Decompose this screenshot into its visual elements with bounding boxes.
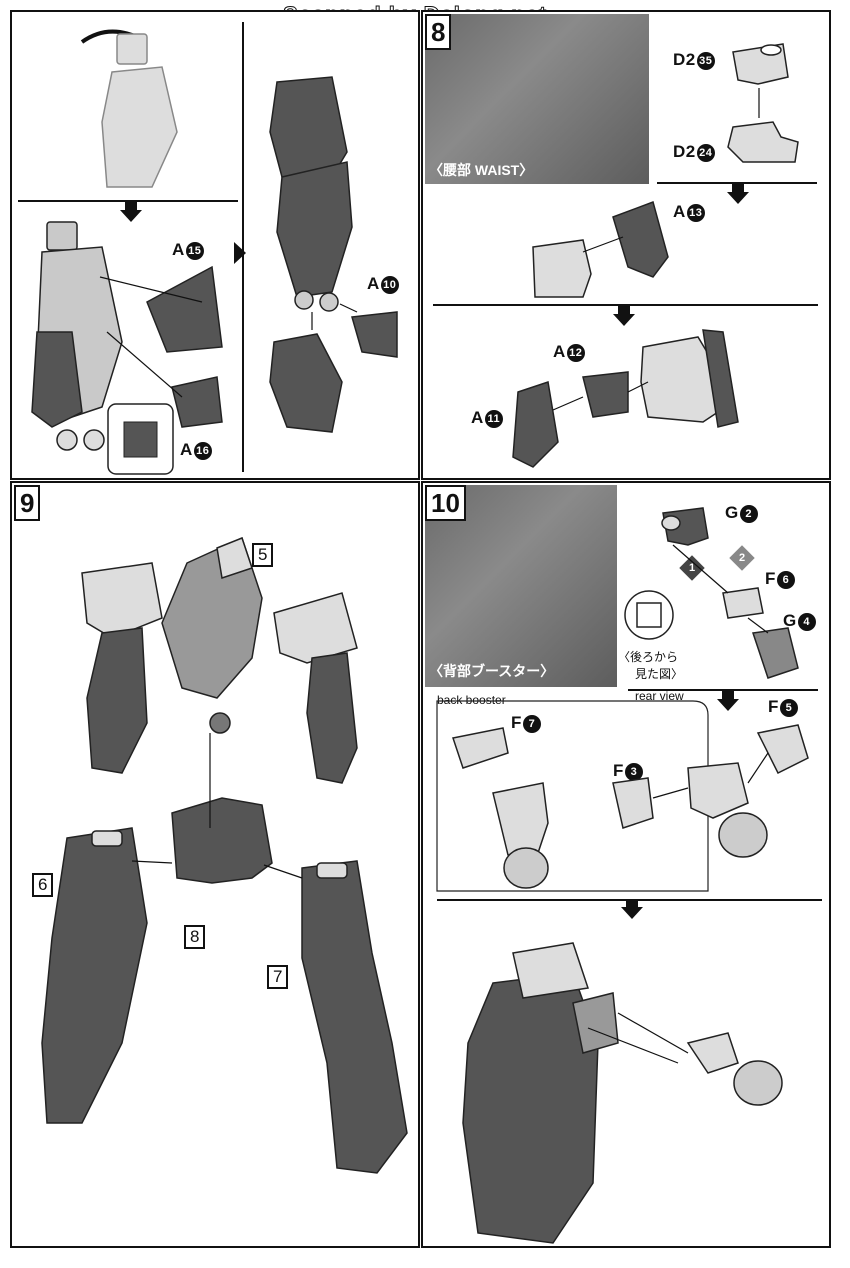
rear-view-jp-line2: 見た図〉 xyxy=(635,667,684,681)
step-number: 9 xyxy=(14,485,41,521)
back-booster-label: back booster xyxy=(437,693,506,707)
callout-7: 7 xyxy=(267,965,289,989)
waist-photo-caption: 〈腰部 WAIST〉 xyxy=(429,162,534,178)
step-number: 10 xyxy=(425,485,466,521)
waist-illustration xyxy=(512,43,799,468)
booster-illustration xyxy=(436,507,809,1244)
step-divider xyxy=(18,200,238,202)
callout-8: 8 xyxy=(184,925,206,949)
down-arrow-icon xyxy=(621,899,643,919)
callout-6: 6 xyxy=(32,873,54,897)
step-divider xyxy=(628,689,818,691)
down-arrow-icon xyxy=(120,202,142,222)
callout-5: 5 xyxy=(252,543,274,567)
rear-view-jp-line1: 〈後ろから xyxy=(618,650,679,664)
down-arrow-icon xyxy=(727,184,749,204)
right-arrow-icon xyxy=(234,242,246,264)
step-divider xyxy=(657,182,817,184)
rear-view-label: rear view xyxy=(635,689,684,703)
step-divider xyxy=(433,304,818,306)
panel-step-10: 10 〈背部ブースター〉 back booster rear view 〈後ろか… xyxy=(421,481,831,1248)
booster-photo-caption: 〈背部ブースター〉 xyxy=(429,663,555,679)
down-arrow-icon xyxy=(717,691,739,711)
down-arrow-icon xyxy=(613,306,635,326)
waist-photo xyxy=(425,14,649,184)
step-number: 8 xyxy=(425,14,452,50)
body-assembly-illustration xyxy=(41,536,408,1174)
panel-step-9: 9 5 6 7 8 xyxy=(10,481,420,1248)
arm-illustration xyxy=(31,29,398,475)
